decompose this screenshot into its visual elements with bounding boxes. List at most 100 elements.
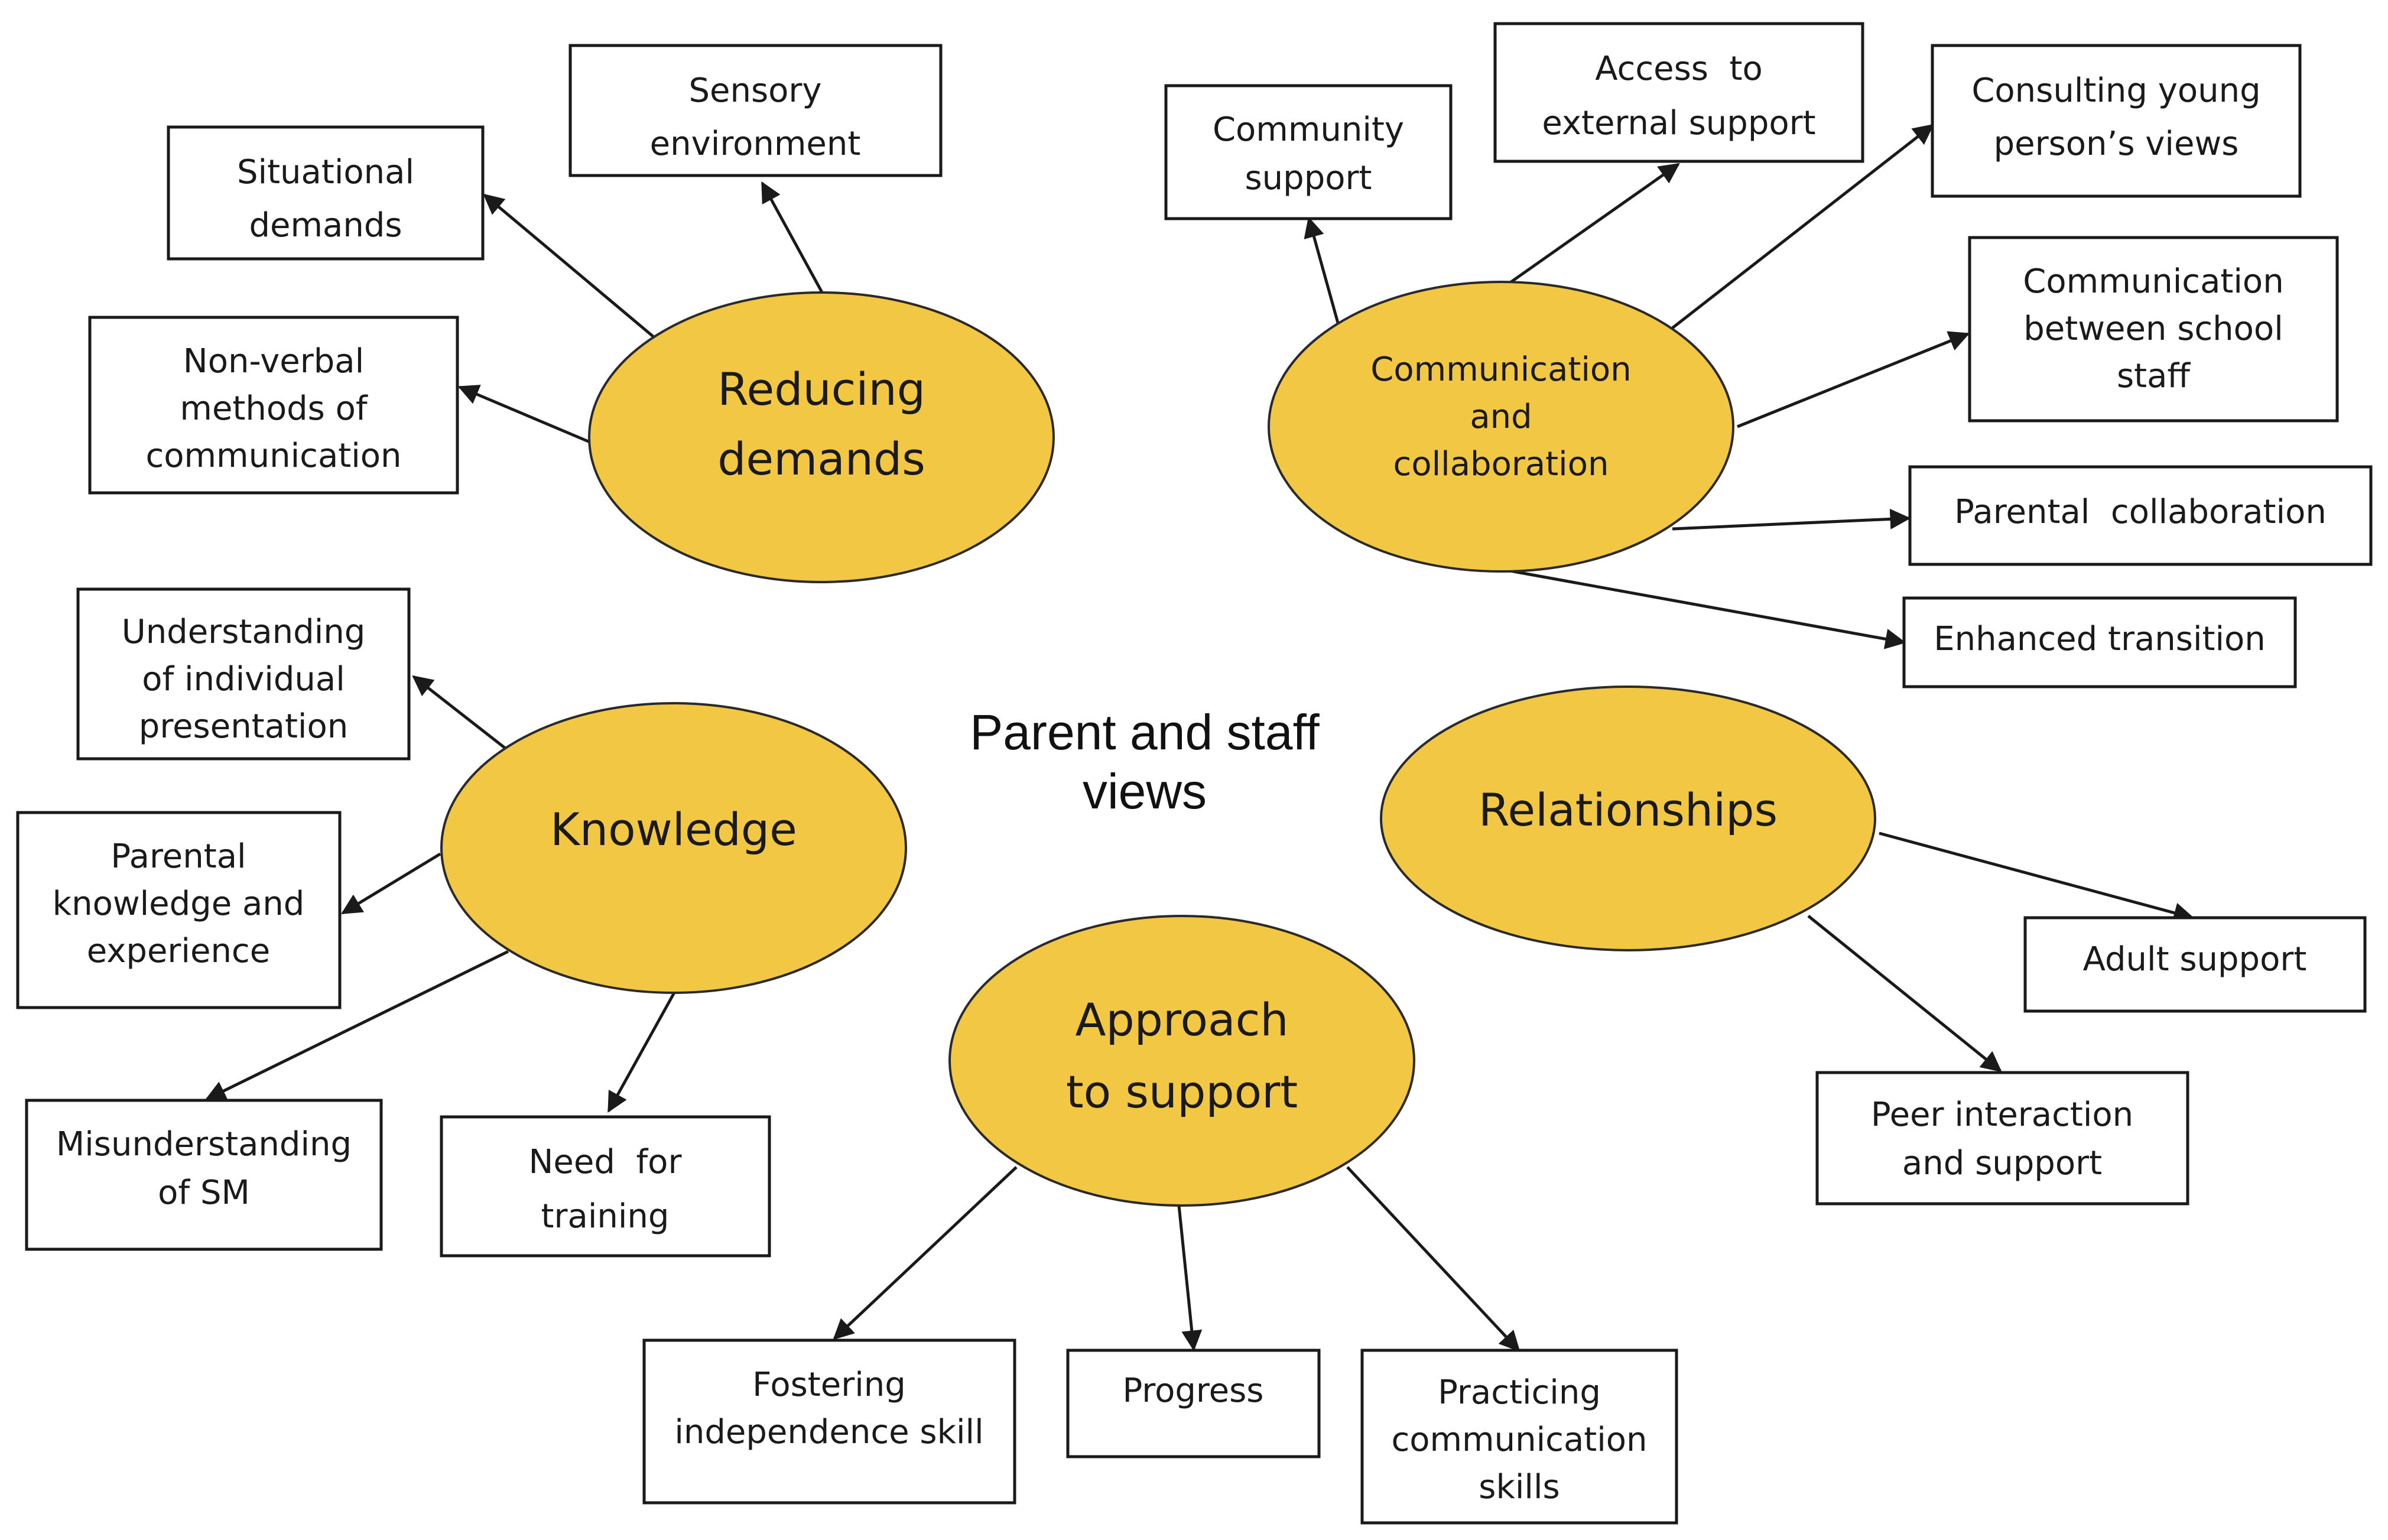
arrow-to-comm-staff xyxy=(1737,331,1970,428)
text-line: of individual xyxy=(142,660,345,698)
arrow-to-consulting xyxy=(1671,124,1934,329)
text-line: between school xyxy=(2023,310,2283,348)
arrow-to-adult xyxy=(1879,831,2195,923)
text-line: knowledge and xyxy=(53,885,305,923)
text-line: communication xyxy=(1391,1421,1647,1459)
subtheme-training-label: Need for training xyxy=(529,1143,683,1236)
subtheme-adult-label: Adult support xyxy=(2083,940,2307,979)
arrow-to-parental-collab xyxy=(1672,508,1911,531)
subtheme-enhanced-transition: Enhanced transition xyxy=(1902,596,2297,688)
text-line: Communication xyxy=(1370,350,1631,389)
arrow-to-training xyxy=(607,990,677,1113)
text-line: Reducing xyxy=(717,363,925,415)
text-line: Relationships xyxy=(1479,784,1778,836)
subtheme-transition-label: Enhanced transition xyxy=(1934,620,2266,658)
theme-relationships-label: Relationships xyxy=(1479,784,1778,836)
text-line: to support xyxy=(1066,1065,1298,1118)
subtheme-fostering-label: Fostering independence skill xyxy=(674,1366,983,1451)
text-line: experience xyxy=(87,932,270,970)
arrow-to-parental-knowledge xyxy=(341,852,441,915)
subtheme-progress-label: Progress xyxy=(1123,1372,1264,1410)
arrow-to-understanding xyxy=(412,675,509,752)
text-line: collaboration xyxy=(1393,445,1609,483)
theme-approach-label: Approach to support xyxy=(1066,993,1298,1118)
text-line: Misunderstanding xyxy=(56,1125,352,1164)
text-line: Need for xyxy=(529,1143,683,1181)
text-line: Situational xyxy=(237,153,414,191)
text-line: independence skill xyxy=(674,1413,983,1451)
text-line: Understanding xyxy=(122,613,366,651)
subtheme-progress: Progress xyxy=(1066,1349,1321,1458)
text-line: Enhanced transition xyxy=(1934,620,2266,658)
arrow-to-situational xyxy=(483,193,658,341)
text-line: Knowledge xyxy=(550,803,797,856)
text-line: Non-verbal xyxy=(183,342,364,381)
subtheme-communication-school-staff: Communication between school staff xyxy=(1968,236,2339,423)
subtheme-understanding-label: Understanding of individual presentation xyxy=(122,613,366,746)
subtheme-community-support: Community support xyxy=(1164,84,1453,220)
text-line: Progress xyxy=(1123,1372,1264,1410)
text-line: demands xyxy=(249,206,402,245)
text-line: Parental xyxy=(111,837,246,876)
text-line: support xyxy=(1245,159,1372,197)
theme-knowledge: Knowledge xyxy=(440,702,907,994)
subtheme-parental-collaboration: Parental collaboration xyxy=(1908,465,2373,566)
subtheme-understanding-individual: Understanding of individual presentation xyxy=(76,587,411,761)
arrow-to-practicing xyxy=(1346,1166,1520,1352)
subtheme-situational-label: Situational demands xyxy=(237,153,414,245)
arrow-to-sensory xyxy=(761,181,826,298)
theme-communication-label: Communication and collaboration xyxy=(1370,350,1631,483)
arrows xyxy=(204,124,2195,1352)
text-line: and xyxy=(1470,398,1532,436)
theme-approach-to-support: Approach to support xyxy=(948,915,1415,1207)
subtheme-fostering-independence: Fostering independence skill xyxy=(642,1338,1016,1505)
text-line: presentation xyxy=(139,707,348,746)
subtheme-misunderstanding-label: Misunderstanding of SM xyxy=(56,1125,352,1212)
text-line: Access to xyxy=(1595,50,1763,88)
text-line: Consulting young xyxy=(1971,72,2260,110)
arrow-to-misunderstanding xyxy=(204,950,509,1101)
subtheme-peer-interaction: Peer interaction and support xyxy=(1815,1071,2189,1206)
text-line: communication xyxy=(145,437,401,475)
text-line: Parent and staff xyxy=(970,704,1320,760)
theme-communication-collaboration: Communication and collaboration xyxy=(1268,281,1734,573)
text-line: Practicing xyxy=(1438,1373,1601,1412)
subtheme-misunderstanding-sm: Misunderstanding of SM xyxy=(25,1099,383,1251)
text-line: Parental collaboration xyxy=(1954,493,2327,531)
theme-knowledge-label: Knowledge xyxy=(550,803,797,856)
subtheme-parental-collab-label: Parental collaboration xyxy=(1954,493,2327,531)
text-line: training xyxy=(541,1197,670,1236)
subtheme-external-label: Access to external support xyxy=(1542,50,1815,142)
text-line: Peer interaction xyxy=(1871,1096,2133,1134)
text-line: Communication xyxy=(2023,262,2283,301)
arrow-to-nonverbal xyxy=(457,385,590,444)
arrow-to-community xyxy=(1304,216,1340,326)
subtheme-parental-knowledge-label: Parental knowledge and experience xyxy=(53,837,305,970)
text-line: of SM xyxy=(158,1174,250,1212)
text-line: Sensory xyxy=(688,72,821,110)
text-line: views xyxy=(1083,763,1207,819)
subtheme-sensory-label: Sensory environment xyxy=(650,72,861,163)
text-line: environment xyxy=(650,125,861,163)
text-line: Fostering xyxy=(752,1366,906,1404)
text-line: Approach xyxy=(1075,993,1288,1046)
text-line: staff xyxy=(2117,357,2191,395)
text-line: Adult support xyxy=(2083,940,2307,979)
subtheme-parental-knowledge: Parental knowledge and experience xyxy=(16,811,342,1009)
text-line: Community xyxy=(1213,111,1404,149)
arrow-to-fostering xyxy=(833,1166,1018,1340)
theme-relationships: Relationships xyxy=(1380,685,1876,951)
subtheme-adult-support: Adult support xyxy=(2023,916,2367,1013)
text-line: and support xyxy=(1902,1144,2102,1182)
text-line: external support xyxy=(1542,104,1815,142)
subtheme-access-external-support: Access to external support xyxy=(1493,22,1864,163)
